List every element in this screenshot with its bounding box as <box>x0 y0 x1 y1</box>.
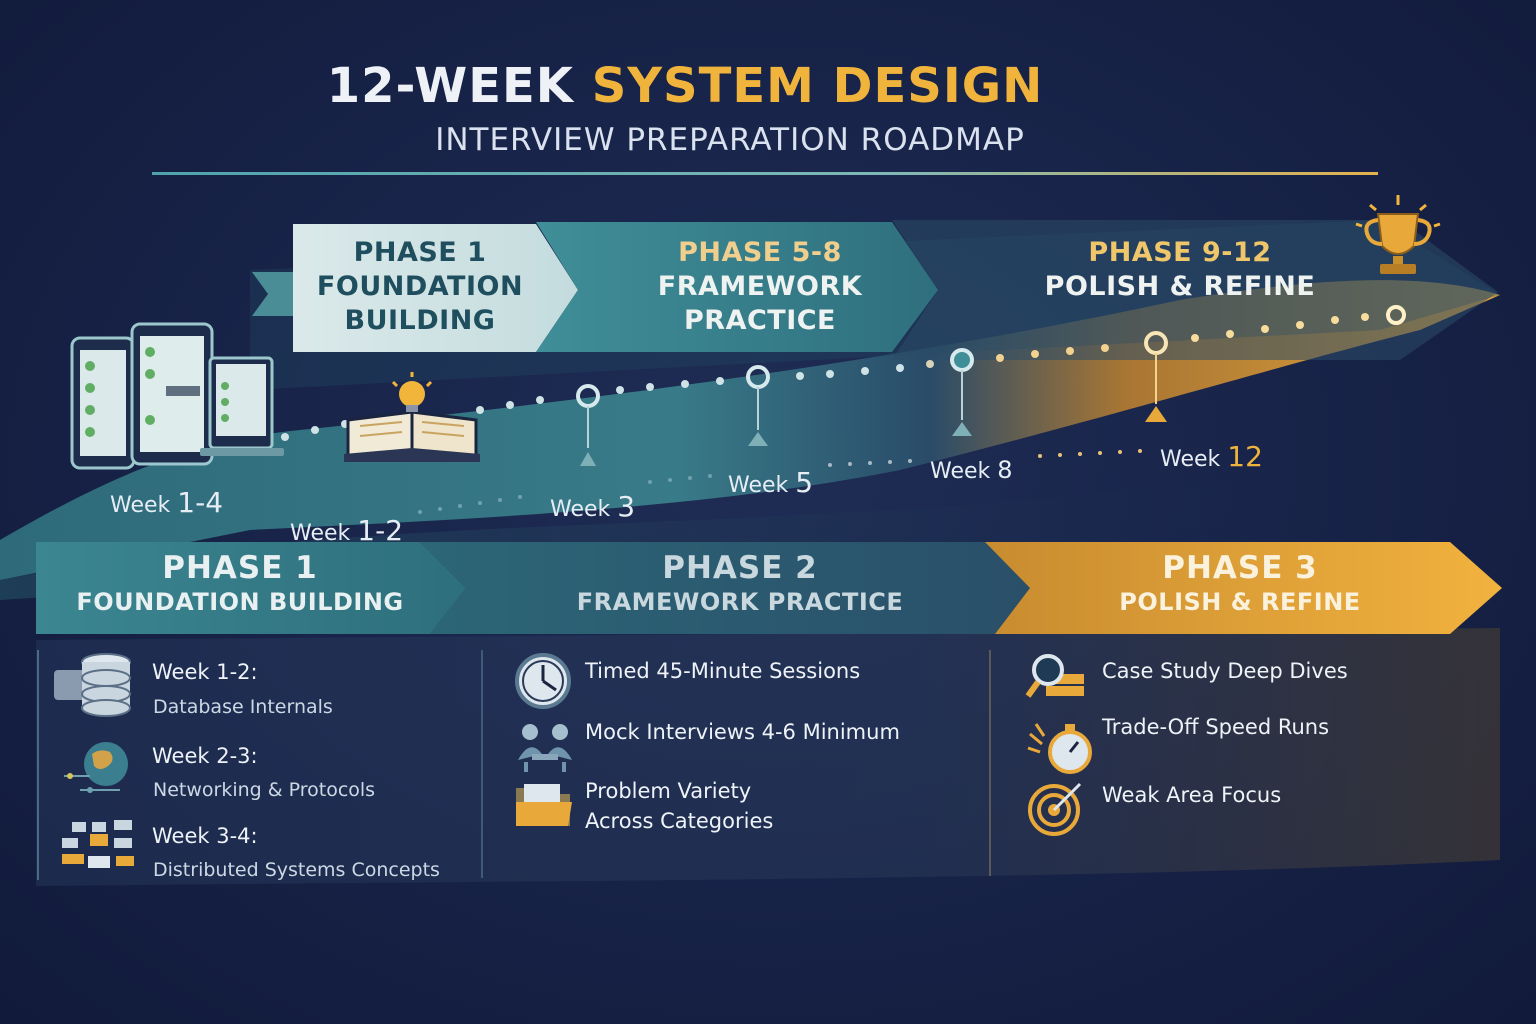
phase-2-subtitle: FRAMEWORK PRACTICE <box>576 588 904 616</box>
week-label-5: Week 5 <box>728 466 814 499</box>
top-phase-2-label: PHASE 5-8 FRAMEWORK PRACTICE <box>657 237 863 336</box>
phase-1-item-2-title: Week 2-3: <box>152 744 258 768</box>
phase-2-banner: PHASE 2 FRAMEWORK PRACTICE <box>480 550 1000 616</box>
top-chevron-2 <box>536 222 938 352</box>
week-label-3: Week 3 <box>550 490 636 523</box>
week-label-1-2: Week 1-2 <box>290 514 404 547</box>
title-part-1: 12-WEEK <box>326 58 574 114</box>
phase-2-item-2: Mock Interviews 4-6 Minimum <box>585 720 900 744</box>
phase-3-title: PHASE 3 <box>1162 550 1318 586</box>
mobile-devices-icon <box>70 322 284 470</box>
phase-2-item-1: Timed 45-Minute Sessions <box>585 659 861 683</box>
stopwatch-icon <box>1027 723 1092 774</box>
phase-banner-2-shape <box>420 542 1030 634</box>
week-label-1-4: Week 1-4 <box>110 486 224 519</box>
target-icon <box>1028 782 1082 836</box>
timeline-dots <box>281 313 1369 441</box>
title-part-2: SYSTEM DESIGN <box>591 58 1044 114</box>
magnifier-icon <box>1025 654 1084 698</box>
top-chevron-3 <box>892 220 1498 360</box>
phase-1-item-1-desc: Database Internals <box>153 696 333 718</box>
phase-1-item-3-title: Week 3-4: <box>152 824 258 848</box>
week-label-8: Week 8 <box>930 456 1013 484</box>
week-label-12: Week 12 <box>1160 440 1263 473</box>
phase-3-item-2: Trade-Off Speed Runs <box>1102 715 1330 739</box>
page-subtitle: INTERVIEW PREPARATION ROADMAP <box>435 122 1025 158</box>
phase-1-item-1-title: Week 1-2: <box>152 660 258 684</box>
top-phase-1-label: PHASE 1 FOUNDATION BUILDING <box>316 237 524 336</box>
phase-1-title: PHASE 1 <box>162 550 318 586</box>
phase-3-banner: PHASE 3 POLISH & REFINE <box>1040 550 1440 616</box>
top-chevron-1 <box>293 224 578 352</box>
phase-1-item-2-desc: Networking & Protocols <box>153 779 376 801</box>
clock-icon <box>515 653 571 709</box>
lower-dotted-path <box>418 449 1142 514</box>
phase-banner-1-shape <box>36 542 466 634</box>
phase-3-subtitle: POLISH & REFINE <box>1119 588 1361 616</box>
distributed-blocks-icon <box>62 820 134 868</box>
phase-1-subtitle: FOUNDATION BUILDING <box>76 588 404 616</box>
database-icon <box>54 653 131 717</box>
phase-banner-3-shape <box>985 542 1502 634</box>
milestone-markers <box>576 305 1406 466</box>
phase-1-item-3-desc: Distributed Systems Concepts <box>153 859 440 881</box>
phase-2-item-3: Problem Variety Across Categories <box>585 779 774 833</box>
people-meeting-icon <box>518 724 572 772</box>
phase-3-item-3: Weak Area Focus <box>1102 783 1282 807</box>
phase-2-title: PHASE 2 <box>662 550 818 586</box>
open-book-icon <box>344 410 480 462</box>
top-phase-3-label: PHASE 9-12 POLISH & REFINE <box>1044 237 1316 302</box>
lightbulb-icon <box>391 372 433 412</box>
phase-3-item-1: Case Study Deep Dives <box>1102 659 1348 683</box>
phase-1-banner: PHASE 1 FOUNDATION BUILDING <box>40 550 440 616</box>
folder-icon <box>516 784 572 826</box>
globe-network-icon <box>64 742 128 793</box>
trophy-icon <box>1355 195 1441 274</box>
title-divider <box>152 172 1378 175</box>
page-title: 12-WEEK SYSTEM DESIGN <box>0 58 1370 114</box>
